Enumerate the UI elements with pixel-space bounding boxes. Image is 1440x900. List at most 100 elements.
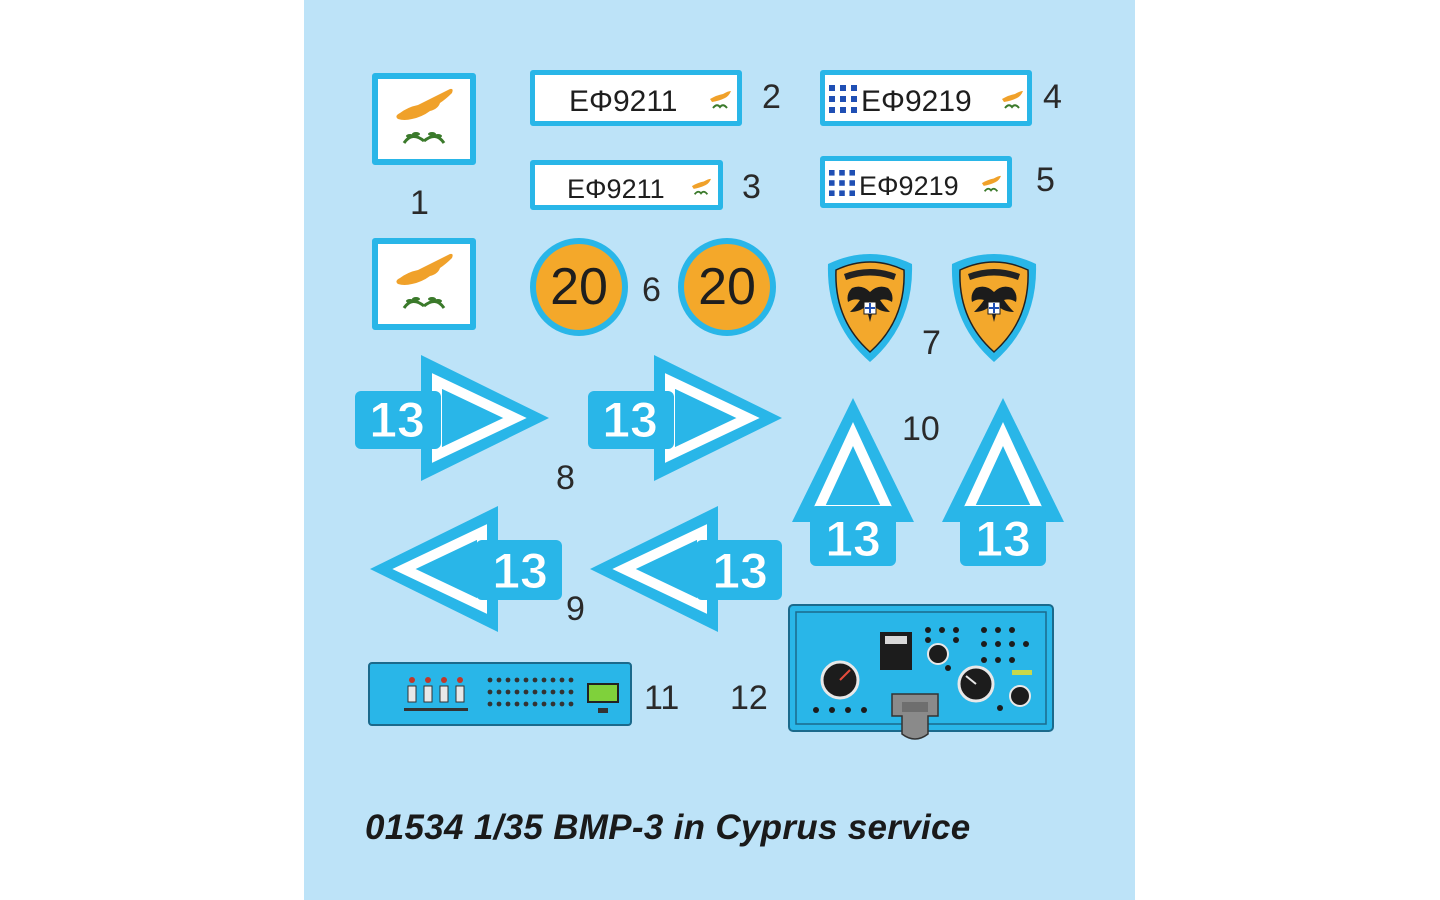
switch-dot (496, 689, 502, 695)
double-headed-eagle-shield-icon (827, 254, 913, 362)
plate-text: ΕΦ9211 (569, 85, 678, 118)
sheet-title: 01534 1/35 BMP-3 in Cyprus service (365, 808, 971, 847)
cyprus-flag-icon (372, 238, 476, 330)
switch-dot (532, 677, 538, 683)
indicator-dot (925, 627, 931, 633)
switch-dot (568, 677, 574, 683)
switch-dot (568, 701, 574, 707)
decal-number-4: 4 (1043, 78, 1062, 116)
indicator-dot (981, 657, 987, 663)
switch-dot (496, 701, 502, 707)
switch-dot (559, 701, 565, 707)
decal-number-2: 2 (762, 78, 781, 116)
switch-dot (523, 677, 529, 683)
roundel-text: 20 (698, 258, 756, 316)
decal-number-5: 5 (1036, 161, 1055, 199)
chevron-up-icon: 13 (942, 398, 1064, 568)
indicator-dot (995, 627, 1001, 633)
indicator-dot (981, 641, 987, 647)
switch-dot (505, 677, 511, 683)
greek-flag-icon (829, 85, 857, 113)
switch-dot (532, 689, 538, 695)
indicator-dot (925, 637, 931, 643)
greek-flag-icon (829, 170, 855, 196)
plate-text: ΕΦ9219 (859, 171, 959, 201)
indicator-dot (813, 707, 819, 713)
chevron-number: 13 (602, 392, 658, 448)
switch-dot (559, 689, 565, 695)
chevron-number: 13 (369, 392, 425, 448)
indicator-dot (997, 705, 1003, 711)
switch-dot (568, 689, 574, 695)
plate-4: ΕΦ9219 (820, 70, 1032, 126)
switch-dot (559, 677, 565, 683)
indicator-dot (1009, 627, 1015, 633)
decal-number-6: 6 (642, 271, 661, 309)
switch-dot (532, 701, 538, 707)
switch-dot (496, 677, 502, 683)
decal-number-8: 8 (556, 459, 575, 497)
indicator-dot (995, 641, 1001, 647)
chevron-left-icon: 13 (590, 506, 782, 632)
indicator-dot (845, 707, 851, 713)
plate-text: ΕΦ9219 (861, 85, 972, 118)
chevron-number: 13 (712, 543, 768, 599)
chevron-number: 13 (492, 543, 548, 599)
roundel-20: 20 (530, 238, 628, 336)
cyprus-flag-art (396, 88, 453, 144)
switch-dot (550, 701, 556, 707)
indicator-dot (939, 627, 945, 633)
indicator-dot (945, 665, 951, 671)
decal-number-10: 10 (902, 410, 940, 448)
chevron-number: 13 (825, 511, 881, 567)
decal-number-12: 12 (730, 679, 768, 717)
indicator-dot (1023, 641, 1029, 647)
switch-dot (550, 677, 556, 683)
switch-dot (541, 689, 547, 695)
decal-number-7: 7 (922, 324, 941, 362)
cyprus-island-icon (981, 175, 1001, 192)
cyprus-island-icon (1002, 91, 1023, 109)
chevron-left-icon: 13 (370, 506, 562, 632)
switch-dot (541, 701, 547, 707)
indicator-dot (953, 627, 959, 633)
indicator-dot (861, 707, 867, 713)
cyprus-flag-art (396, 253, 453, 309)
switch-dot (550, 689, 556, 695)
plate-3: ΕΦ9211 (530, 160, 723, 210)
switch-dot (514, 677, 520, 683)
double-headed-eagle-shield-icon (951, 254, 1037, 362)
plate-5: ΕΦ9219 (820, 156, 1012, 208)
switch-dot (505, 701, 511, 707)
cyprus-island-icon (691, 178, 711, 195)
plate-text: ΕΦ9211 (567, 174, 665, 204)
roundel-text: 20 (550, 258, 608, 316)
decal-number-3: 3 (742, 168, 761, 206)
decal-number-9: 9 (566, 590, 585, 628)
switch-dot (523, 689, 529, 695)
indicator-dot (995, 657, 1001, 663)
decal-number-11: 11 (644, 679, 680, 717)
chevron-number: 13 (975, 511, 1031, 567)
switch-dot (505, 689, 511, 695)
switch-dot (514, 689, 520, 695)
indicator-dot (829, 707, 835, 713)
chevron-right-icon: 13 (355, 355, 549, 481)
switch-dot (487, 689, 493, 695)
switch-dot (487, 701, 493, 707)
chevron-right-icon: 13 (588, 355, 782, 481)
cyprus-flag-icon (372, 73, 476, 165)
switch-dot (523, 701, 529, 707)
switch-dot (487, 677, 493, 683)
chevron-up-icon: 13 (792, 398, 914, 568)
indicator-dot (953, 637, 959, 643)
indicator-dot (981, 627, 987, 633)
control-panel-decal (368, 662, 632, 726)
switch-dot (514, 701, 520, 707)
plate-2: ΕΦ9211 (530, 70, 742, 126)
instrument-panel-decal (788, 604, 1054, 740)
indicator-dot (1009, 657, 1015, 663)
switch-dot (541, 677, 547, 683)
indicator-dot (1009, 641, 1015, 647)
roundel-20: 20 (678, 238, 776, 336)
